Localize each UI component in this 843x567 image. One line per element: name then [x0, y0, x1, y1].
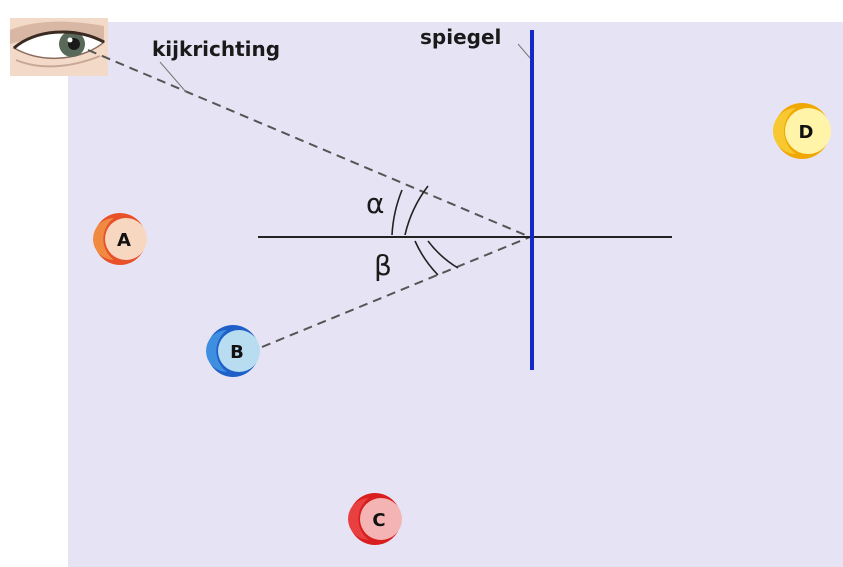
eye-icon: [10, 18, 108, 76]
viewing-direction-pointer: [159, 61, 187, 93]
beta-arc-inner: [414, 240, 439, 276]
beta-label: β: [374, 249, 392, 282]
object-a: A: [93, 213, 147, 265]
incident-ray: [87, 49, 531, 238]
alpha-arc-inner: [391, 189, 403, 236]
object-b-label: B: [230, 342, 244, 363]
object-b: B: [206, 325, 260, 377]
beta-arc-outer: [427, 240, 459, 269]
object-a-label: A: [117, 230, 131, 251]
alpha-arc-outer: [404, 185, 429, 236]
object-c-label: C: [372, 510, 385, 531]
viewing-direction-label: kijkrichting: [152, 37, 280, 61]
diagram-background: [68, 22, 843, 567]
object-d-label: D: [799, 122, 814, 143]
mirror-label: spiegel: [420, 25, 501, 49]
mirror-pointer: [517, 43, 531, 59]
alpha-label: α: [366, 187, 384, 220]
object-d: D: [773, 103, 831, 159]
object-c: C: [348, 493, 402, 545]
reflected-ray: [261, 236, 531, 348]
